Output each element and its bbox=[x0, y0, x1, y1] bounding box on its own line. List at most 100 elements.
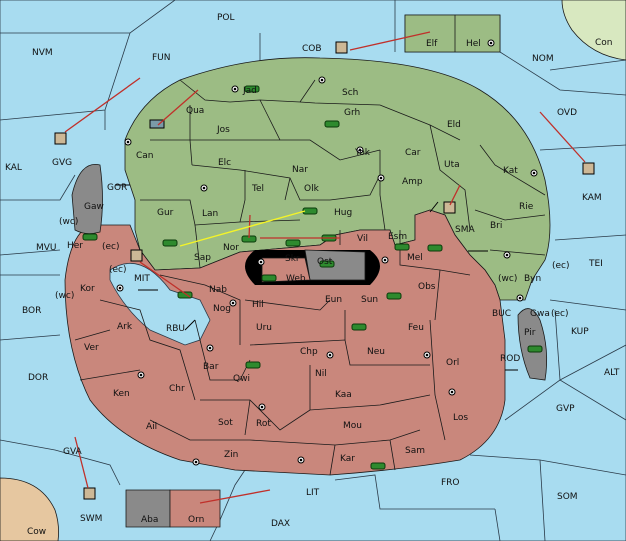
label-rie: Rie bbox=[519, 202, 534, 212]
label-sam: Sam bbox=[405, 446, 425, 456]
label-nil: Nil bbox=[315, 369, 327, 379]
label-gvp: GVP bbox=[556, 404, 575, 414]
label-gva: GVA bbox=[63, 447, 83, 457]
label-gwa: Gwa bbox=[530, 309, 550, 319]
order-arrows bbox=[64, 31, 586, 504]
neutral-pir[interactable] bbox=[517, 308, 548, 381]
label-ec2: (ec) bbox=[109, 265, 127, 275]
unit-fleet bbox=[54, 132, 67, 145]
label-bri: Bri bbox=[490, 221, 502, 231]
label-nom: NOM bbox=[532, 54, 554, 64]
label-kaa: Kaa bbox=[335, 390, 352, 400]
coast-tag-ec2: (ec) bbox=[551, 309, 569, 319]
green-labels: Jad Sch Qua Grh Jos Can Eld Yok Car Elc … bbox=[136, 39, 550, 319]
label-pol: POL bbox=[217, 13, 235, 23]
island-elf-hel[interactable] bbox=[404, 14, 501, 53]
label-eld: Eld bbox=[447, 120, 461, 130]
label-wc2: (wc) bbox=[55, 291, 74, 301]
unit-tank bbox=[394, 243, 410, 251]
label-con: Con bbox=[595, 38, 613, 48]
land-con[interactable] bbox=[561, 0, 626, 61]
label-jos: Jos bbox=[216, 125, 230, 135]
label-mel: Mel bbox=[407, 253, 423, 263]
label-her: Her bbox=[67, 241, 83, 251]
territory-borders bbox=[74, 79, 546, 476]
label-zin: Zin bbox=[224, 450, 238, 460]
label-can: Can bbox=[136, 151, 154, 161]
label-kat: Kat bbox=[503, 166, 518, 176]
label-yok: Yok bbox=[354, 148, 371, 158]
support-line bbox=[179, 210, 306, 247]
label-olk: Olk bbox=[304, 184, 320, 194]
label-lan: Lan bbox=[202, 209, 218, 219]
unit-fleet bbox=[335, 41, 348, 54]
label-qua: Qua bbox=[186, 106, 204, 116]
label-ovd: OVD bbox=[557, 108, 577, 118]
label-vil: Vil bbox=[357, 234, 368, 244]
neutral-gaw[interactable] bbox=[71, 163, 103, 234]
land-cow[interactable] bbox=[0, 477, 59, 541]
label-amp: Amp bbox=[402, 177, 423, 187]
red-territory[interactable] bbox=[64, 209, 506, 476]
red-labels: Gaw (wc) Her (ec) Kor (wc) (ec) Nab Web … bbox=[55, 202, 468, 525]
label-ec1: (ec) bbox=[102, 242, 120, 252]
label-kup: KUP bbox=[571, 327, 589, 337]
unit-tank bbox=[370, 462, 386, 470]
label-buc: BUC bbox=[492, 309, 511, 319]
label-nor: Nor bbox=[223, 243, 239, 253]
label-rod: ROD bbox=[500, 354, 520, 364]
label-dax: DAX bbox=[271, 519, 290, 529]
label-hel: Hel bbox=[466, 39, 481, 49]
label-mvu: MVU bbox=[36, 243, 57, 253]
unit-tank bbox=[324, 120, 340, 128]
label-los: Los bbox=[453, 413, 468, 423]
label-eun: Eun bbox=[325, 295, 342, 305]
label-gur: Gur bbox=[157, 208, 174, 218]
label-sch: Sch bbox=[342, 88, 358, 98]
fleets bbox=[54, 41, 595, 500]
label-kal: KAL bbox=[5, 163, 22, 173]
coast-tag-wc: (wc) bbox=[498, 274, 517, 284]
label-car: Car bbox=[405, 148, 421, 158]
label-sap: Sap bbox=[194, 253, 211, 263]
label-bar: Bar bbox=[203, 362, 219, 372]
label-jad: Jad bbox=[242, 86, 257, 96]
label-elc: Elc bbox=[218, 158, 231, 168]
island-orn[interactable] bbox=[169, 489, 221, 528]
label-nog: Nog bbox=[213, 304, 231, 314]
label-kar: Kar bbox=[340, 454, 355, 464]
label-esm: Esm bbox=[388, 232, 407, 242]
label-sot: Sot bbox=[218, 418, 233, 428]
unit-fleet bbox=[149, 119, 165, 129]
sea-labels: POL NVM FUN COB NOM Con KAL GVG OVD KAM … bbox=[5, 13, 620, 537]
unit-tank bbox=[351, 323, 367, 331]
label-hug: Hug bbox=[334, 208, 352, 218]
label-nab: Nab bbox=[209, 285, 227, 295]
label-cob: COB bbox=[302, 44, 322, 54]
label-fro: FRO bbox=[441, 478, 460, 488]
label-nar: Nar bbox=[292, 165, 308, 175]
label-ail: Ail bbox=[146, 422, 157, 432]
unit-tank bbox=[82, 233, 98, 241]
label-tei: TEI bbox=[588, 259, 603, 269]
label-lit: LIT bbox=[306, 488, 320, 498]
label-pir: Pir bbox=[524, 328, 536, 338]
unit-tank bbox=[261, 274, 277, 282]
coast-tag-ec: (ec) bbox=[552, 261, 570, 271]
label-kam: KAM bbox=[582, 193, 602, 203]
label-cow: Cow bbox=[27, 527, 46, 537]
label-kor: Kor bbox=[80, 284, 95, 294]
label-alt: ALT bbox=[604, 368, 620, 378]
label-chp: Chp bbox=[300, 347, 318, 357]
label-wc1: (wc) bbox=[59, 217, 78, 227]
neutral-ost[interactable] bbox=[304, 249, 366, 281]
label-tel: Tel bbox=[251, 184, 264, 194]
label-orl: Orl bbox=[446, 358, 459, 368]
unit-fleet bbox=[582, 162, 595, 175]
label-obs: Obs bbox=[418, 282, 436, 292]
unit-tank bbox=[302, 207, 318, 215]
label-gvg: GVG bbox=[52, 158, 72, 168]
label-gaw: Gaw bbox=[84, 202, 104, 212]
